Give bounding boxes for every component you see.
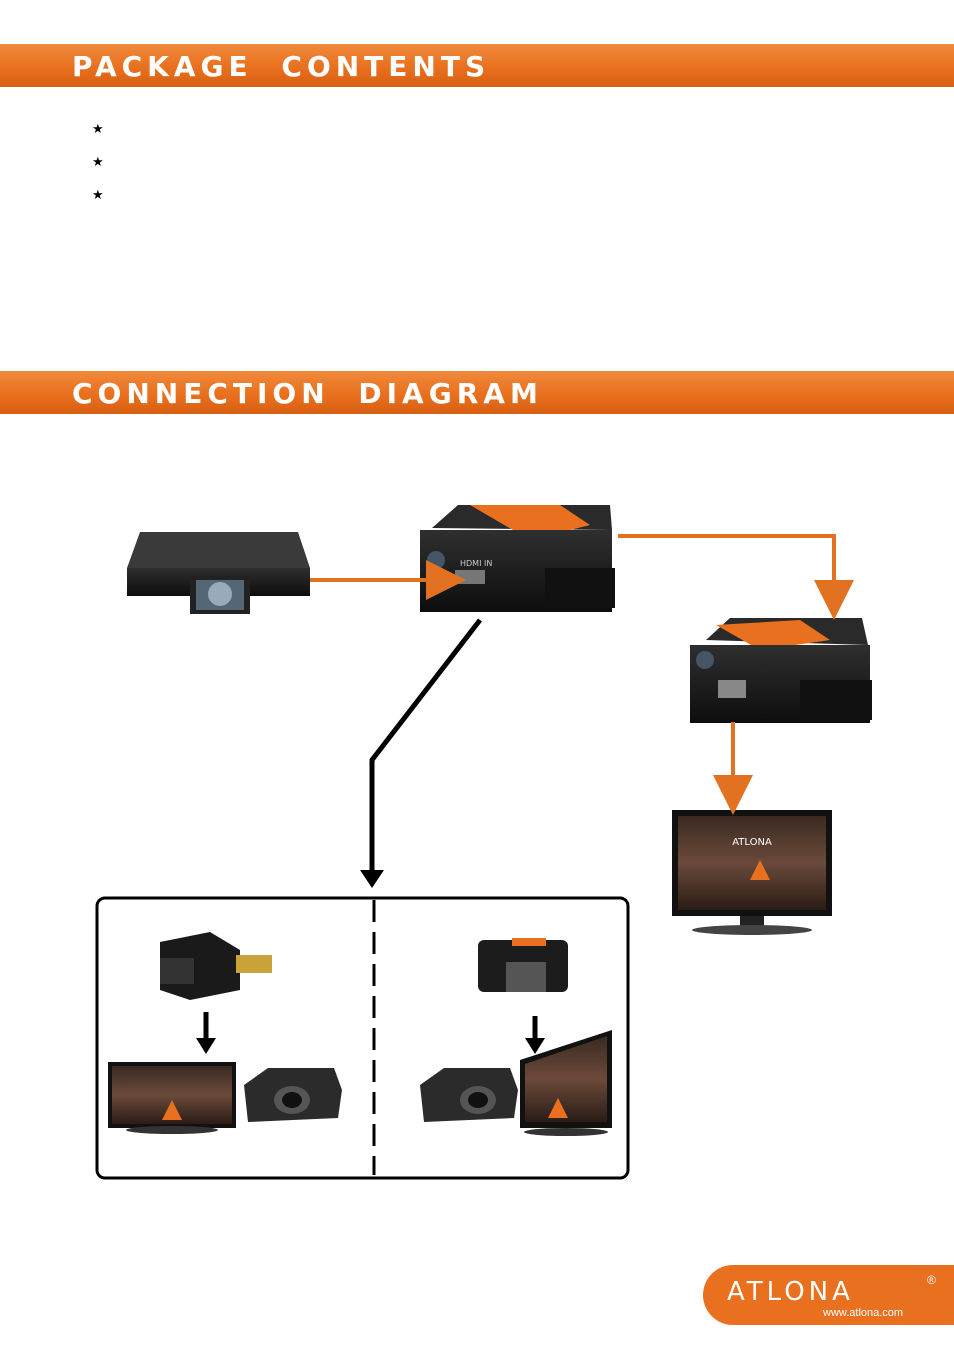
port-label: HDMI IN	[460, 559, 492, 568]
tv-display-icon	[108, 1062, 236, 1134]
projector-icon	[244, 1068, 342, 1122]
bullet-star: ★	[92, 121, 104, 136]
registered-mark: ®	[927, 1273, 936, 1287]
package-contents-banner: PACKAGE CONTENTS	[0, 44, 954, 87]
logo-name: ATLONA	[727, 1277, 854, 1307]
section-title: CONNECTION DIAGRAM	[72, 377, 543, 410]
connection-diagram-banner: CONNECTION DIAGRAM	[0, 371, 954, 414]
tv-display-icon	[520, 1030, 612, 1136]
down-arrow-icon	[196, 1038, 216, 1054]
blu-ray-player-icon	[127, 532, 310, 614]
bullet-star: ★	[92, 187, 104, 202]
bullet-star: ★	[92, 154, 104, 169]
logo-url[interactable]: www.atlona.com	[823, 1307, 904, 1319]
dvi-adapter-icon	[478, 938, 568, 992]
down-arrow-icon	[525, 1038, 545, 1054]
receiver-device-icon	[690, 618, 872, 723]
atlona-logo: ATLONA ® www.atlona.com	[703, 1265, 954, 1325]
projector-icon	[420, 1068, 518, 1122]
tv-display-icon: ATLONA	[672, 810, 832, 935]
screen-brand: ATLONA	[732, 837, 772, 848]
transmitter-device-icon: HDMI IN	[420, 505, 615, 612]
hdmi-adapter-icon	[160, 932, 272, 1000]
adapter-options-box	[95, 896, 630, 1180]
section-title: PACKAGE CONTENTS	[72, 50, 491, 83]
cat5-cable-arrow	[618, 534, 854, 620]
alt-connection-arrow	[369, 618, 482, 876]
